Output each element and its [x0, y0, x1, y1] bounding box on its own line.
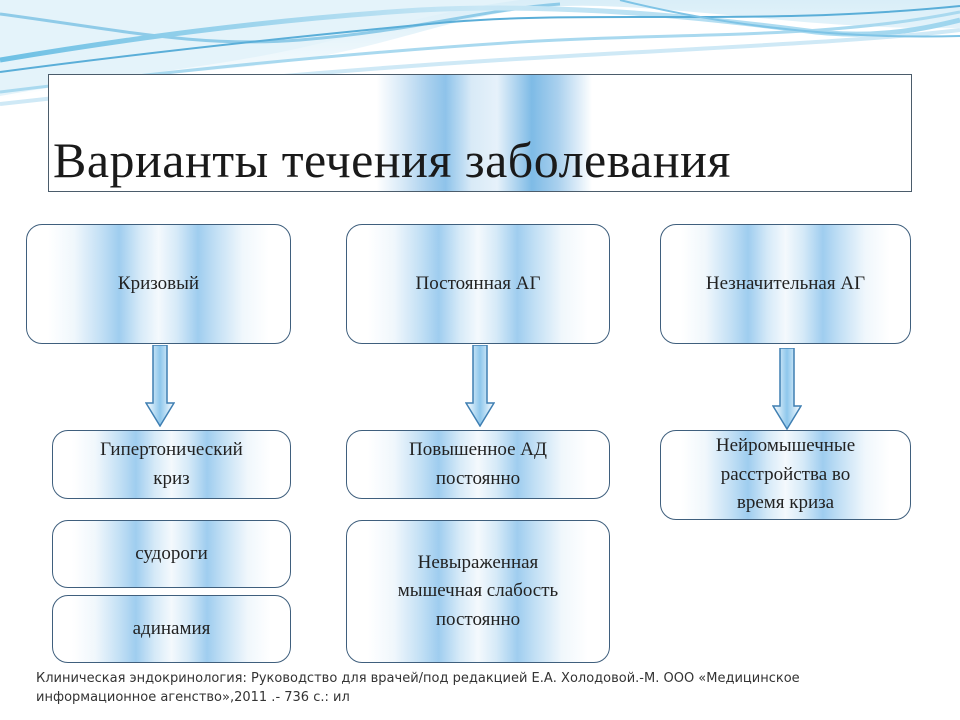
item-node-label: Повышенное АД постоянно	[409, 439, 547, 489]
item-node-label: Гипертонический криз	[100, 439, 243, 489]
item-node-label: судороги	[135, 542, 208, 564]
item-node-label: Невыраженная мышечная слабость постоянно	[397, 551, 559, 630]
header-node-crisis-label: Кризовый	[117, 272, 200, 294]
header-node-constant-ag-label: Постоянная АГ	[415, 272, 541, 294]
source-citation: Клиническая эндокринология: Руководство …	[36, 671, 800, 705]
item-node-hypertensive-crisis: Гипертонический криз	[52, 430, 291, 499]
item-node-label: Нейромышечные расстройства во время криз…	[715, 435, 856, 514]
header-node-constant-ag: Постоянная АГ	[346, 224, 610, 344]
header-node-crisis: Кризовый	[26, 224, 291, 344]
header-node-minor-ag-label: Незначительная АГ	[705, 272, 866, 294]
header-node-minor-ag: Незначительная АГ	[660, 224, 911, 344]
item-node-neuromuscular: Нейромышечные расстройства во время криз…	[660, 430, 911, 520]
item-node-label: адинамия	[132, 617, 211, 639]
down-arrow-icon	[465, 345, 495, 427]
down-arrow-icon	[145, 345, 175, 427]
item-node-elevated-bp: Повышенное АД постоянно	[346, 430, 610, 499]
item-node-seizures: судороги	[52, 520, 291, 588]
item-node-muscle-weakness: Невыраженная мышечная слабость постоянно	[346, 520, 610, 663]
page-title: Варианты течения заболевания	[53, 132, 731, 188]
title-box: Варианты течения заболевания	[48, 74, 912, 192]
item-node-adynamia: адинамия	[52, 595, 291, 663]
down-arrow-icon	[772, 348, 802, 430]
